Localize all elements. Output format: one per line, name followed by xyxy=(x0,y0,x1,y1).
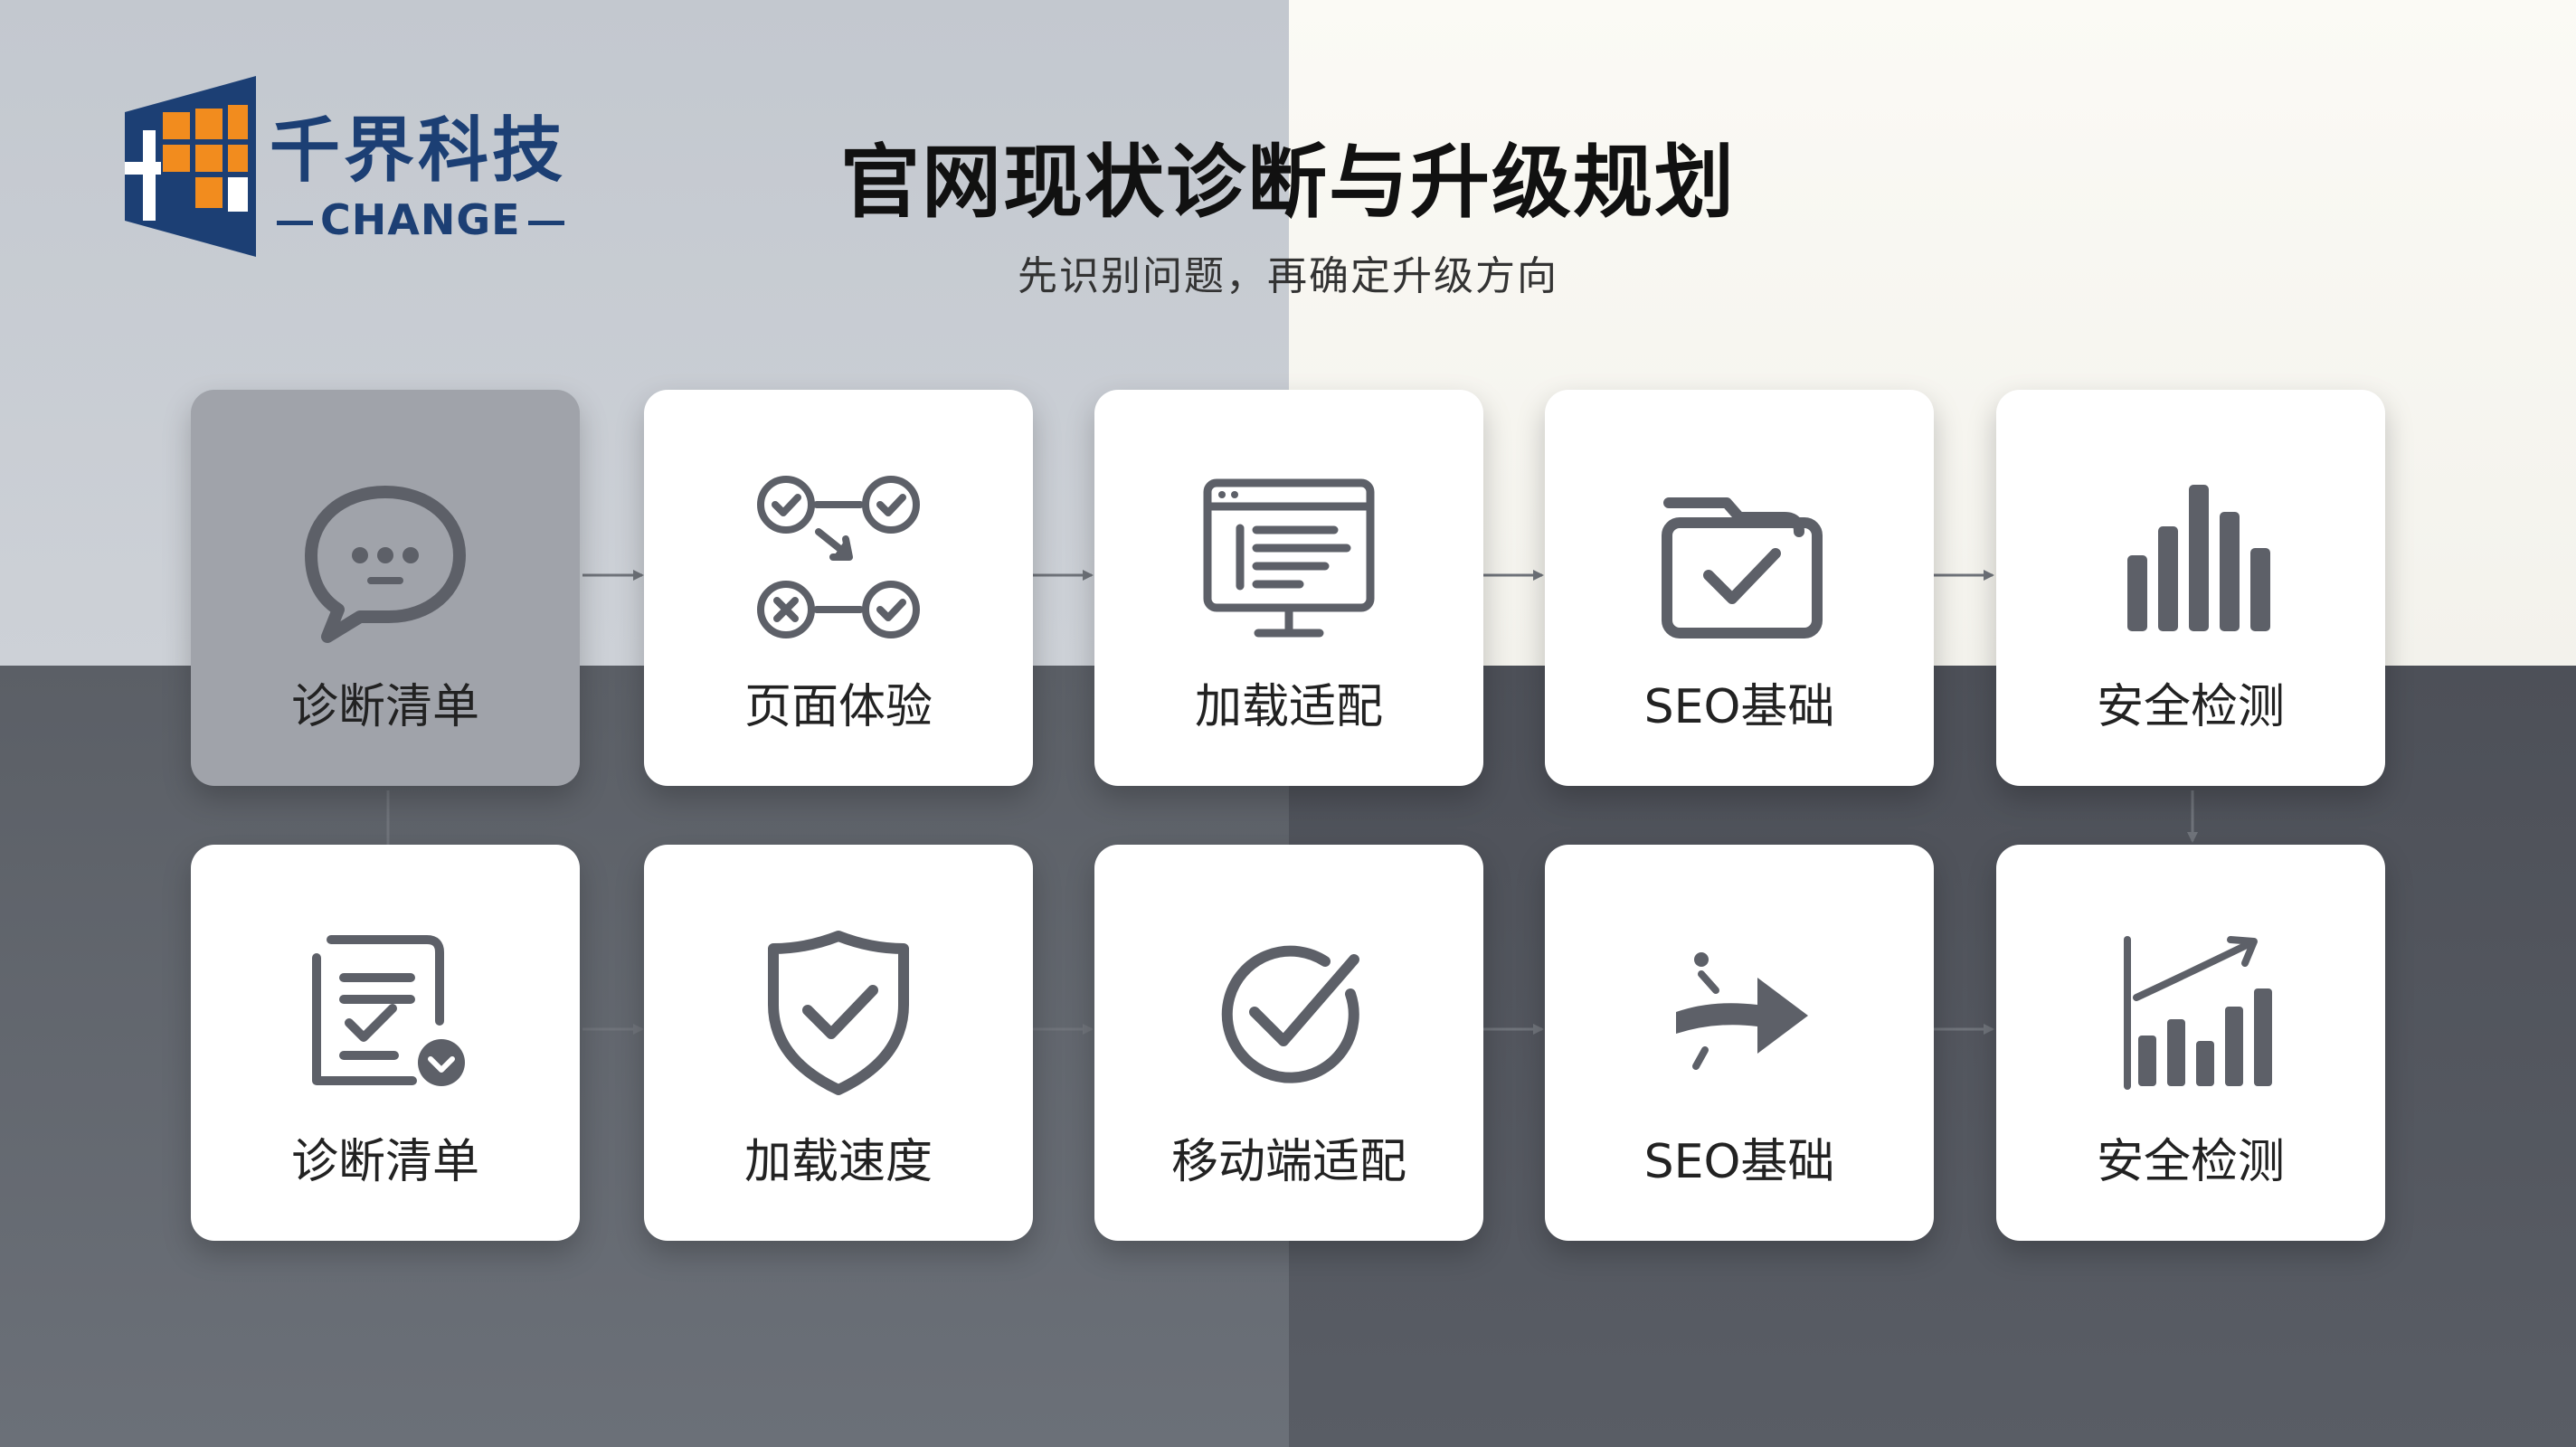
step-label: 诊断清单 xyxy=(290,1135,479,1189)
step-label: 移动端适配 xyxy=(1170,1135,1406,1189)
growth-chart-icon xyxy=(2124,936,2272,1090)
arrow-right-icon xyxy=(1676,952,1808,1070)
bar-chart-icon xyxy=(2127,485,2270,631)
step-label: SEO基础 xyxy=(1643,1135,1835,1189)
page-subtitle: 先识别问题，再确定升级方向 xyxy=(1018,253,1558,299)
step-card-5[interactable]: 安全检测 xyxy=(1996,390,2385,786)
step-card-2[interactable]: 页面体验 xyxy=(644,390,1033,786)
step-label: 安全检测 xyxy=(2096,680,2285,734)
brand-logo: 千界科技 CHANGE xyxy=(125,76,595,266)
brand-name-cn: 千界科技 xyxy=(270,110,567,192)
step-label: 加载适配 xyxy=(1194,680,1383,734)
monitor-icon xyxy=(1203,478,1375,638)
chat-bubble-icon xyxy=(305,486,466,643)
step-card-1[interactable]: 诊断清单 xyxy=(191,390,580,786)
step-card-9[interactable]: SEO基础 xyxy=(1545,845,1934,1241)
step-card-6[interactable]: 诊断清单 xyxy=(191,845,580,1241)
step-card-10[interactable]: 安全检测 xyxy=(1996,845,2385,1241)
logo-mark-icon xyxy=(125,76,256,257)
step-card-7[interactable]: 加载速度 xyxy=(644,845,1033,1241)
checklist-flow-icon xyxy=(757,476,920,638)
step-card-4[interactable]: SEO基础 xyxy=(1545,390,1934,786)
step-label: 安全检测 xyxy=(2096,1135,2285,1189)
brand-name-en: CHANGE xyxy=(270,199,572,241)
circle-check-icon xyxy=(1221,945,1359,1083)
step-label: 页面体验 xyxy=(743,680,933,734)
folder-check-icon xyxy=(1662,497,1823,638)
step-card-8[interactable]: 移动端适配 xyxy=(1094,845,1483,1241)
document-check-icon xyxy=(312,935,465,1086)
brand-name-en-text: CHANGE xyxy=(320,195,521,244)
step-label: SEO基础 xyxy=(1643,680,1835,734)
step-label: 诊断清单 xyxy=(290,680,479,734)
step-label: 加载速度 xyxy=(743,1135,933,1189)
shield-check-icon xyxy=(768,931,909,1095)
step-card-3[interactable]: 加载适配 xyxy=(1094,390,1483,786)
page-title: 官网现状诊断与升级规划 xyxy=(839,136,1736,229)
